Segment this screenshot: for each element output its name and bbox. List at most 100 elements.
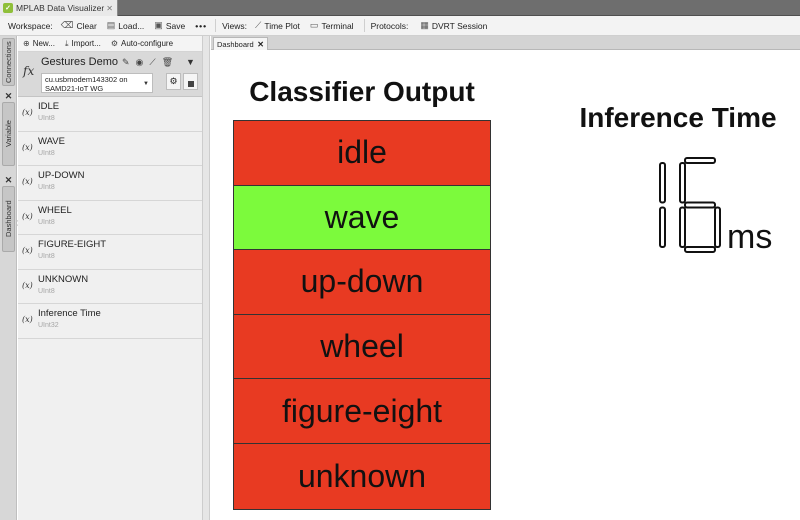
chevron-down-icon: ▼ <box>143 81 149 87</box>
close-icon[interactable]: ✕ <box>4 175 13 185</box>
variable-type: UInt8 <box>38 115 55 122</box>
source-name[interactable]: Gestures Demo <box>41 56 119 68</box>
classifier-row-wave: wave <box>234 185 490 251</box>
digit-segment <box>684 246 716 253</box>
close-icon[interactable]: ✕ <box>4 91 13 101</box>
auto-configure-icon: ⚙ <box>110 39 118 48</box>
panel-scrollbar[interactable] <box>202 36 210 520</box>
variable-item[interactable]: (x) WAVE UInt8 <box>18 131 202 166</box>
edit-icon[interactable]: ✎ <box>122 57 130 67</box>
variable-item[interactable]: (x) IDLE UInt8 <box>18 97 202 132</box>
digit-segment <box>679 206 686 248</box>
clear-label: Clear <box>76 20 97 31</box>
save-icon: ▣ <box>154 20 163 30</box>
stop-button[interactable] <box>183 73 198 90</box>
protocols-label: Protocols: <box>370 20 409 31</box>
function-icon: fx <box>23 64 35 78</box>
port-select[interactable]: cu.usbmodem143302 on SAMD21-IoT WG ▼ <box>41 73 153 93</box>
clear-button[interactable]: ⌫ Clear <box>61 20 97 31</box>
inference-time-title: Inference Time <box>579 102 777 133</box>
variable-name: UP-DOWN <box>38 170 85 181</box>
classifier-row-label: wheel <box>320 328 404 365</box>
terminal-label: Terminal <box>321 20 354 31</box>
tab-dashboard-widgets[interactable]: Dashboard Widgets <box>2 186 25 252</box>
workspace-label: Workspace: <box>8 20 53 31</box>
close-icon[interactable]: ✕ <box>106 3 113 13</box>
classifier-row-unknown: unknown <box>234 443 490 509</box>
window-tab-bar: ✓ MPLAB Data Visualizer ✕ <box>0 0 800 16</box>
load-button[interactable]: ▤ Load... <box>107 20 145 31</box>
dvrt-session-button[interactable]: ▦ DVRT Session <box>420 20 487 31</box>
chevron-down-icon[interactable]: ▼ <box>186 57 195 67</box>
classifier-row-label: unknown <box>297 457 427 494</box>
auto-configure-label: Auto-configure <box>121 39 174 48</box>
digit-segment <box>659 206 666 248</box>
variable-name: IDLE <box>38 101 60 112</box>
time-plot-icon: ⟋ <box>255 20 262 30</box>
source-actions: ✎ ◉ ⟋ 🗑 <box>122 57 173 68</box>
plus-icon: ⊕ <box>23 39 30 48</box>
digit-segment <box>684 157 716 164</box>
save-button[interactable]: ▣ Save <box>154 20 185 31</box>
gear-icon: ⚙ <box>169 76 178 86</box>
variable-icon: (x) <box>22 315 33 324</box>
port-select-line2: SAMD21-IoT WG <box>45 84 104 93</box>
variable-type: UInt8 <box>38 253 55 260</box>
app-tab[interactable]: ✓ MPLAB Data Visualizer ✕ <box>0 0 118 16</box>
classifier-row-up-down: up-down <box>234 250 490 315</box>
time-plot-label: Time Plot <box>264 20 300 31</box>
classifier-row-idle: idle <box>234 121 490 186</box>
variable-icon: (x) <box>22 211 33 221</box>
variable-name: WAVE <box>38 135 65 147</box>
save-label: Save <box>165 20 186 31</box>
classifier-row-wheel: wheel <box>234 314 490 380</box>
trash-icon[interactable]: 🗑 <box>161 57 174 67</box>
classifier-row-label: figure-eight <box>281 392 443 429</box>
plot-icon[interactable]: ⟋ <box>149 57 156 67</box>
dvrt-label: DVRT Session <box>431 20 488 31</box>
close-icon[interactable]: ✕ <box>257 39 264 49</box>
variable-item[interactable]: (x) FIGURE-EIGHT UInt8 <box>18 235 202 270</box>
variable-type: UInt8 <box>38 149 55 157</box>
terminal-button[interactable]: ▭ Terminal <box>310 20 354 31</box>
variable-icon: (x) <box>22 177 33 186</box>
tab-variable-streamers[interactable]: Variable Streamers <box>2 102 25 166</box>
time-plot-button[interactable]: ⟋ Time Plot <box>255 20 300 31</box>
clear-icon: ⌫ <box>60 20 74 30</box>
app-tab-title: MPLAB Data Visualizer <box>16 3 105 13</box>
load-label: Load... <box>118 20 145 31</box>
classifier-output-title: Classifier Output <box>249 76 475 107</box>
variable-icon: (x) <box>22 246 33 255</box>
import-label: Import... <box>71 39 101 48</box>
classifier-row-label: up-down <box>300 263 424 300</box>
inference-time-display <box>659 157 721 253</box>
digit-segment <box>659 162 666 204</box>
dvrt-icon: ▦ <box>420 20 429 30</box>
variable-icon: (x) <box>22 142 33 152</box>
more-options-button[interactable]: ••• <box>195 20 208 31</box>
tab-dashboard-label: Dashboard <box>217 39 254 49</box>
tab-connections[interactable]: Connections <box>2 38 15 86</box>
tab-dashboard[interactable]: Dashboard ✕ <box>213 37 268 50</box>
digit-segment <box>684 201 716 209</box>
digit-segment <box>679 162 686 204</box>
variable-type: UInt32 <box>38 322 59 329</box>
import-button[interactable]: ⤓ Import... <box>65 39 101 49</box>
variable-streamers-panel: ⊕ New... ⤓ Import... ⚙ Auto-configure fx… <box>18 36 202 520</box>
eye-icon[interactable]: ◉ <box>135 57 144 67</box>
new-button[interactable]: ⊕ New... <box>23 39 55 48</box>
variable-name: FIGURE-EIGHT <box>38 239 107 250</box>
settings-button[interactable]: ⚙ <box>166 73 181 90</box>
tab-dashboard-widgets-label: Dashboard Widgets <box>4 200 25 238</box>
variable-name: UNKNOWN <box>38 273 89 285</box>
auto-configure-button[interactable]: ⚙ Auto-configure <box>111 39 173 48</box>
tab-variable-streamers-label: Variable Streamers <box>4 117 25 152</box>
variable-icon: (x) <box>22 108 33 117</box>
mplab-logo-icon: ✓ <box>3 3 13 13</box>
